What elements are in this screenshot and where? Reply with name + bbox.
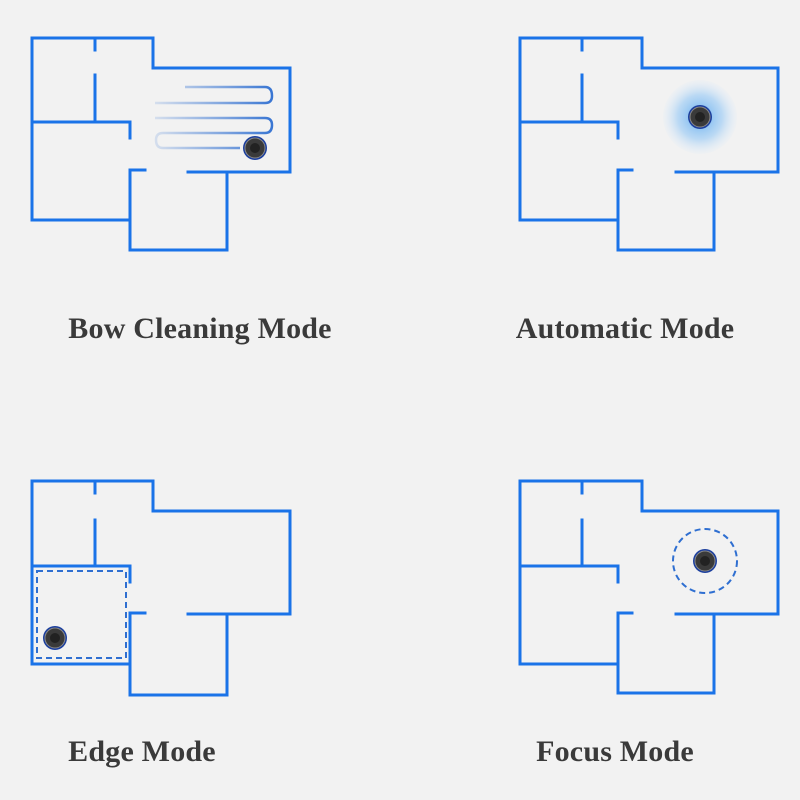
floorplan-auto bbox=[518, 36, 780, 252]
mode-panel-edge: Edge Mode bbox=[0, 400, 400, 800]
floorplan-focus bbox=[518, 479, 780, 695]
robot-vacuum-icon bbox=[43, 626, 67, 650]
mode-caption-focus: Focus Mode bbox=[536, 735, 694, 768]
mode-caption-bow: Bow Cleaning Mode bbox=[68, 312, 332, 345]
mode-panel-auto: Automatic Mode bbox=[400, 0, 800, 400]
robot-vacuum-icon bbox=[693, 549, 717, 573]
mode-caption-edge: Edge Mode bbox=[68, 735, 216, 768]
mode-caption-auto: Automatic Mode bbox=[515, 312, 735, 345]
floorplan-bow bbox=[30, 36, 292, 252]
floorplan-walls bbox=[30, 479, 292, 697]
edge-path-dashed-rectangle bbox=[36, 570, 127, 659]
floorplan-walls bbox=[518, 479, 780, 695]
focus-dashed-circle bbox=[672, 528, 738, 594]
floorplan-edge bbox=[30, 479, 292, 697]
floorplan-walls bbox=[518, 36, 780, 252]
mode-panel-bow: Bow Cleaning Mode bbox=[0, 0, 400, 400]
floorplan-walls bbox=[30, 36, 292, 252]
robot-vacuum-icon bbox=[688, 105, 712, 129]
mode-panel-focus: Focus Mode bbox=[400, 400, 800, 800]
bow-cleaning-path bbox=[154, 85, 274, 150]
robot-vacuum-icon bbox=[243, 136, 267, 160]
